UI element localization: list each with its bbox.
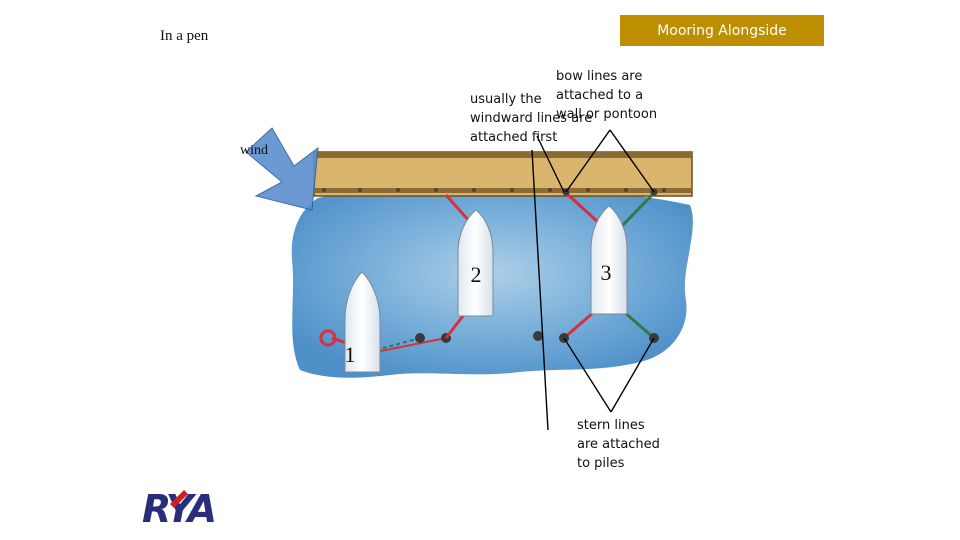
stern-lines-note-line-1: stern lines bbox=[577, 418, 645, 433]
pile-1a bbox=[415, 333, 425, 343]
boat3-windward-bow-line bbox=[620, 191, 656, 228]
callout-lines bbox=[531, 129, 655, 431]
boat1-ring-icon bbox=[319, 329, 337, 347]
rya-logo: RYA bbox=[142, 487, 217, 528]
rya-logo-text: RYA bbox=[142, 487, 215, 528]
bow-lines-note-line-1: bow lines are bbox=[556, 69, 643, 84]
pontoon bbox=[313, 151, 693, 197]
boat3-stern-line bbox=[563, 310, 595, 340]
boat2-bow-line bbox=[444, 194, 472, 223]
stern-lines-note-line-3: to piles bbox=[577, 456, 625, 471]
boat-3-label: 3 bbox=[601, 260, 612, 285]
bow-lines-note-line-3: wall or pontoon bbox=[556, 107, 658, 122]
rya-logo-accent bbox=[170, 490, 188, 508]
boat3-windward-stern-line bbox=[623, 310, 655, 340]
boat1-stern-line-2 bbox=[375, 337, 447, 353]
windward-note-line-2: windward lines are bbox=[470, 111, 593, 126]
boat-3-hull bbox=[590, 205, 628, 315]
stern-lines-note: stern lines are attached to piles bbox=[577, 416, 660, 473]
boat1-stern-line bbox=[375, 337, 421, 351]
stern-lines-note-line-2: are attached bbox=[577, 437, 660, 452]
boat-2-label: 2 bbox=[471, 262, 482, 287]
boat-2-hull bbox=[457, 209, 494, 317]
pile-2 bbox=[533, 331, 543, 341]
windward-note-line-3: attached first bbox=[470, 130, 558, 145]
slide-title: Mooring Alongside bbox=[620, 15, 824, 46]
wind-label: wind bbox=[240, 143, 268, 158]
bow-lines-note: bow lines are attached to a wall or pont… bbox=[556, 67, 657, 124]
windward-note: usually the windward lines are attached … bbox=[470, 90, 592, 147]
boat3-bow-line bbox=[564, 191, 600, 224]
boat-1-label: 1 bbox=[345, 342, 356, 367]
slide-subtitle: In a pen bbox=[160, 28, 209, 44]
boat-1-hull bbox=[344, 271, 381, 373]
wind-arrow-icon bbox=[245, 127, 319, 211]
windward-note-line-1: usually the bbox=[470, 92, 542, 107]
bow-lines-note-line-2: attached to a bbox=[556, 88, 644, 103]
